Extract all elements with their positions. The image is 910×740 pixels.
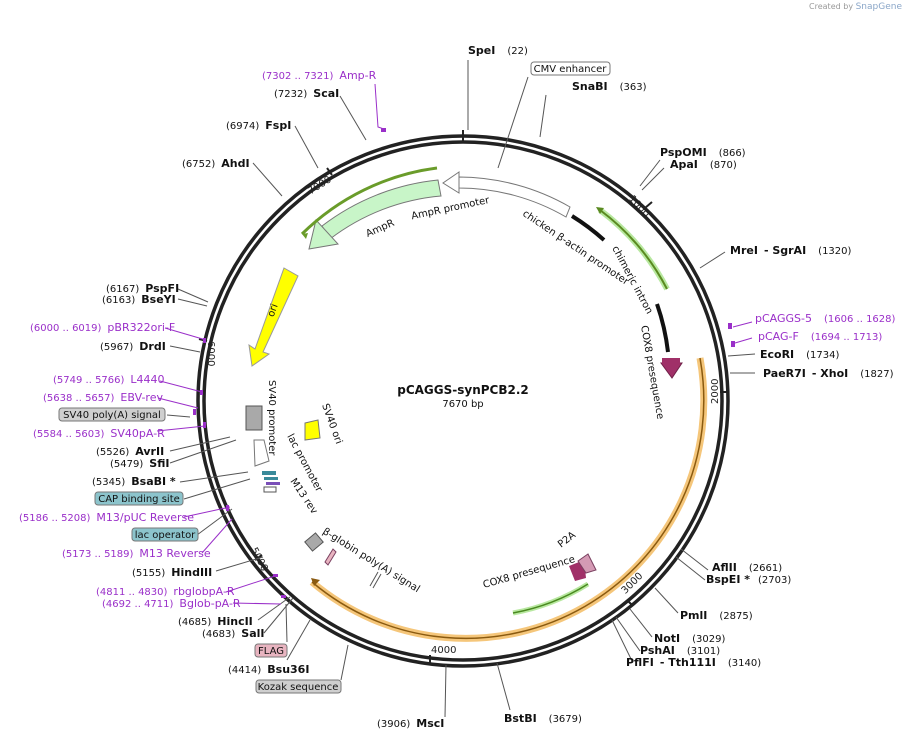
primer-connectors [156, 83, 753, 605]
ori-arrow [248, 267, 299, 367]
feature-ampr-promoter: AmpR promoter [410, 195, 491, 222]
primer-pcag-f: pCAG-F(1694 .. 1713) [758, 330, 882, 343]
feature-sv40-promoter: SV40 promoter [266, 380, 277, 456]
lac-features [262, 471, 280, 493]
cox8-bar [655, 303, 670, 353]
ampr-arrow-head [308, 218, 339, 250]
enzyme-drdi: (5967)DrdI [100, 340, 166, 353]
enzyme-mrei: MreI- SgrAI(1320) [730, 244, 852, 257]
enzyme-apai: ApaI(870) [670, 158, 737, 171]
credit-prefix: Created by [809, 2, 854, 11]
bglobin-box [304, 532, 324, 552]
insert-arc [309, 357, 708, 642]
feature-p2a: P2A [556, 530, 578, 551]
feature-cox8-1: COX8 presequence [638, 325, 665, 421]
box-lac-operator: lac operator [135, 530, 196, 541]
enzyme-hincii: (4685)HincII [178, 615, 253, 628]
primer-bglob-pa-r: (4692 .. 4711)Bglob-pA-R [102, 597, 241, 610]
primer-amp-r: (7302 .. 7321)Amp-R [262, 69, 377, 82]
enzyme-pshai: PshAI(3101) [640, 644, 720, 657]
tick-2000: 2000 [710, 379, 721, 404]
feature-sv40-ori: SV40 ori [319, 402, 344, 445]
enzyme-ahdi: (6752)AhdI [182, 157, 250, 170]
primer-m13-reverse: (5173 .. 5189)M13 Reverse [62, 547, 211, 560]
boxed-features: CMV enhancer SV40 poly(A) signal CAP bin… [58, 61, 611, 694]
ampr-promoter-head [442, 171, 460, 194]
feature-cox8-2: COX8 presequence [482, 554, 577, 591]
primer-rbglobpa-r: (4811 .. 4830)rbglobpA-R [96, 585, 235, 598]
primer-labels: (7302 .. 7321)Amp-R pCAGGS-5(1606 .. 162… [19, 69, 896, 610]
tick-6000: 6000 [205, 341, 216, 366]
enzyme-snabi: SnaBI(363) [572, 80, 647, 93]
enzyme-avrii: (5526)AvrII [96, 445, 164, 458]
enzyme-bspei: BspEI *(2703) [706, 573, 791, 586]
enzyme-pflfi: PflFI- Tth111I(3140) [626, 656, 761, 669]
enzyme-bstbi: BstBI(3679) [504, 712, 582, 725]
primer-m13-puc-reverse: (5186 .. 5208)M13/pUC Reverse [19, 511, 194, 524]
enzyme-connectors [169, 60, 756, 718]
enzyme-sali: (4683)SalI [202, 627, 264, 640]
sv40-promoter-box [245, 405, 263, 431]
plasmid-length: 7670 bp [442, 399, 483, 410]
credit-brand: SnapGene [855, 2, 902, 12]
snapgene-credit: Created by SnapGene [809, 2, 902, 12]
enzyme-scai: (7232)ScaI [274, 87, 339, 100]
enzyme-bsabi: (5345)BsaBI * [92, 475, 176, 488]
enzyme-labels: SpeI(22) SnaBI(363) PspOMI(866) ApaI(870… [92, 44, 894, 730]
enzyme-paer7i: PaeR7I- XhoI(1827) [763, 367, 894, 380]
box-cmv-enhancer: CMV enhancer [534, 64, 608, 75]
ampr-promoter-arrow [458, 176, 571, 218]
enzyme-pspfi: (6167)PspFI [106, 282, 179, 295]
feature-ori: ori [266, 303, 281, 319]
sv40-ori-box [304, 419, 321, 441]
ampr-green-outline [300, 166, 438, 236]
enzyme-ecori: EcoRI(1734) [760, 348, 840, 361]
p2a-arrow [577, 553, 597, 574]
box-flag: FLAG [258, 646, 284, 657]
chicken-actin-bar [570, 214, 606, 242]
sv40-small-arrow [253, 439, 270, 467]
enzyme-aflii: AflII(2661) [712, 561, 782, 574]
flag-arrow [324, 548, 337, 566]
primer-pbr322ori-f: (6000 .. 6019)pBR322ori-F [30, 321, 175, 334]
enzyme-bseyi: (6163)BseYI [102, 293, 176, 306]
enzyme-msci: (3906)MscI [377, 717, 444, 730]
primer-l4440: (5749 .. 5766)L4440 [53, 373, 165, 386]
box-sv40-polya: SV40 poly(A) signal [63, 410, 161, 421]
enzyme-noti: NotI(3029) [654, 632, 725, 645]
enzyme-sfii: (5479)SfiI [110, 457, 169, 470]
box-cap-binding: CAP binding site [98, 494, 180, 505]
enzyme-pspomi: PspOMI(866) [660, 146, 746, 159]
box-connectors [166, 414, 349, 681]
kozak-marks [369, 571, 382, 589]
primer-sv40pa-r: (5584 .. 5603)SV40pA-R [33, 427, 165, 440]
box-kozak: Kozak sequence [258, 682, 339, 693]
cox8-arrow-1 [660, 362, 683, 379]
primer-pcaggs-5: pCAGGS-5(1606 .. 1628) [755, 312, 896, 325]
enzyme-hindiii: (5155)HindIII [132, 566, 212, 579]
enzyme-spei: SpeI(22) [468, 44, 528, 57]
feature-ampr: AmpR [364, 218, 396, 240]
primer-ebv-rev: (5638 .. 5657)EBV-rev [43, 391, 163, 404]
enzyme-bsu36i: (4414)Bsu36I [228, 663, 309, 676]
primer-marks [193, 128, 735, 598]
enzyme-pmli: PmlI(2875) [680, 609, 753, 622]
enzyme-fspi: (6974)FspI [226, 119, 291, 132]
plasmid-name: pCAGGS-synPCB2.2 [397, 383, 529, 397]
tick-4000: 4000 [431, 645, 456, 656]
